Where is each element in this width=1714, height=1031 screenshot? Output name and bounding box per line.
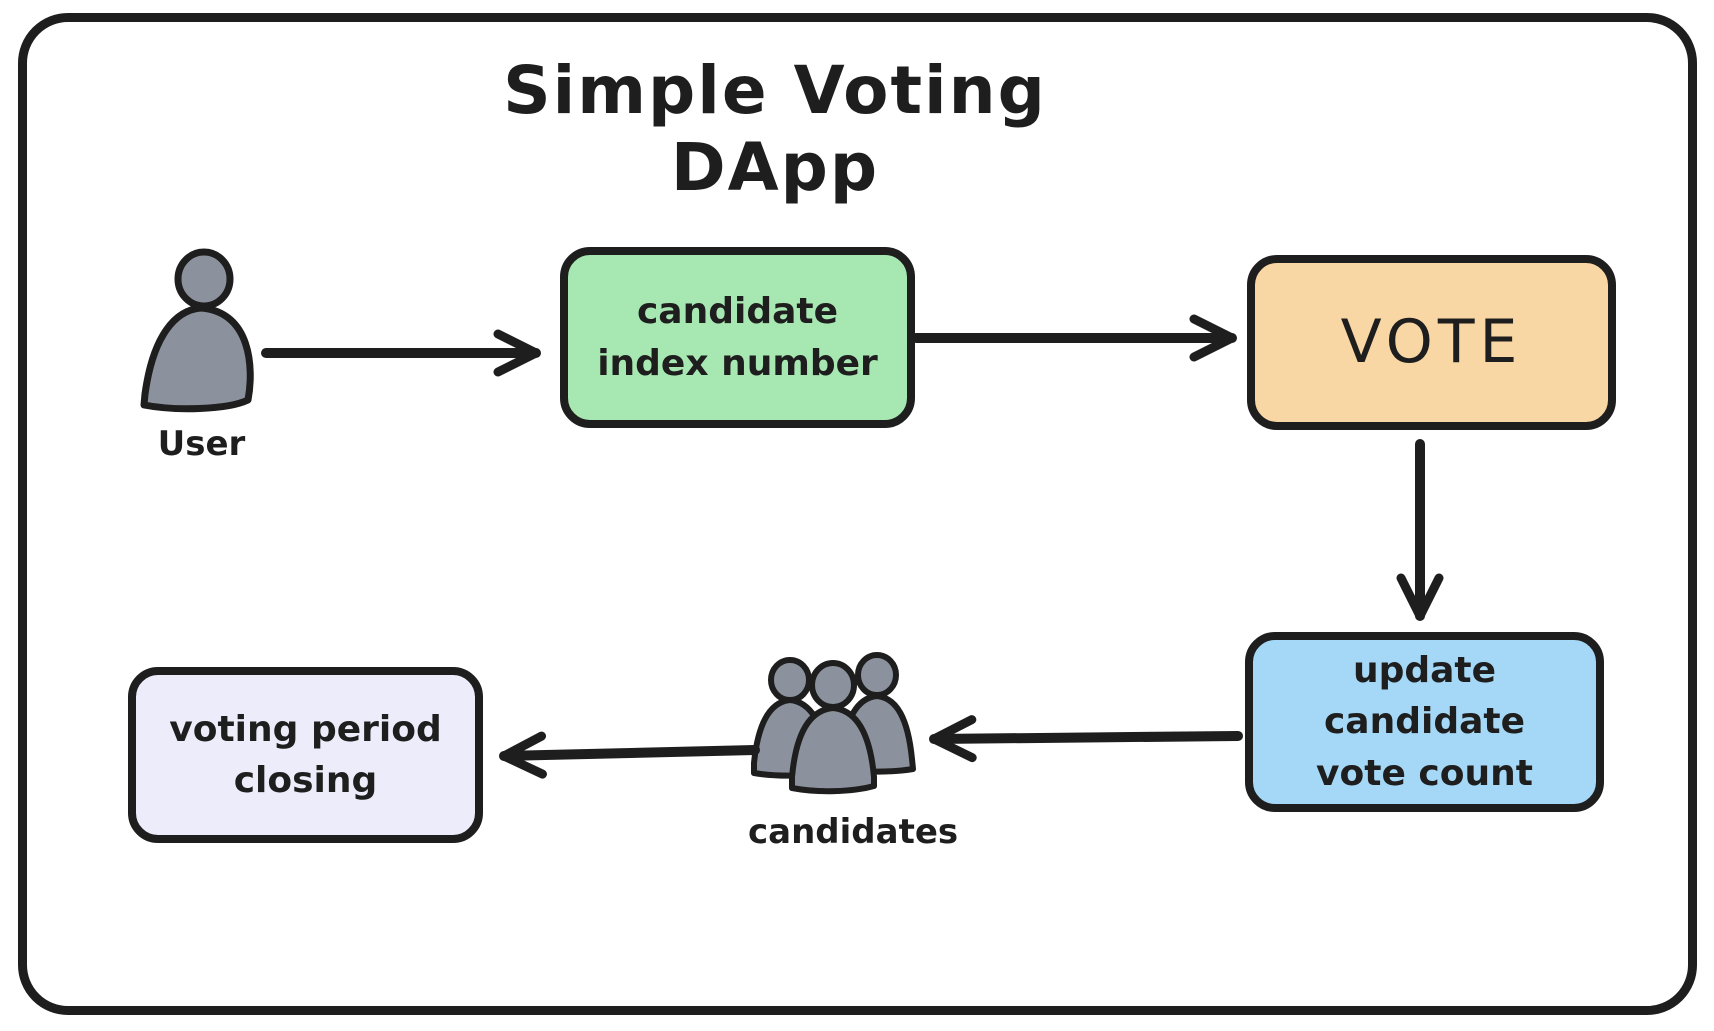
- diagram-title: Simple Voting DApp: [503, 52, 1047, 206]
- flow-node-vote: VOTE: [1247, 255, 1616, 430]
- people-icon: [751, 652, 916, 795]
- voting-period-closing-label: voting period closing: [169, 708, 442, 801]
- person-icon: [140, 248, 254, 413]
- candidate-index-number-label: candidate index number: [597, 291, 878, 384]
- candidates-actor: [748, 645, 920, 795]
- update-candidate-vote-count-label: update candidate vote count: [1316, 650, 1533, 794]
- user-actor: [135, 248, 268, 415]
- flow-node-update-candidate-vote-count: update candidate vote count: [1245, 632, 1604, 812]
- vote-label: VOTE: [1340, 306, 1523, 377]
- candidates-label: candidates: [748, 812, 959, 852]
- flow-node-voting-period-closing: voting period closing: [128, 667, 483, 843]
- flow-node-candidate-index-number: candidate index number: [560, 247, 915, 428]
- user-label: User: [157, 424, 246, 464]
